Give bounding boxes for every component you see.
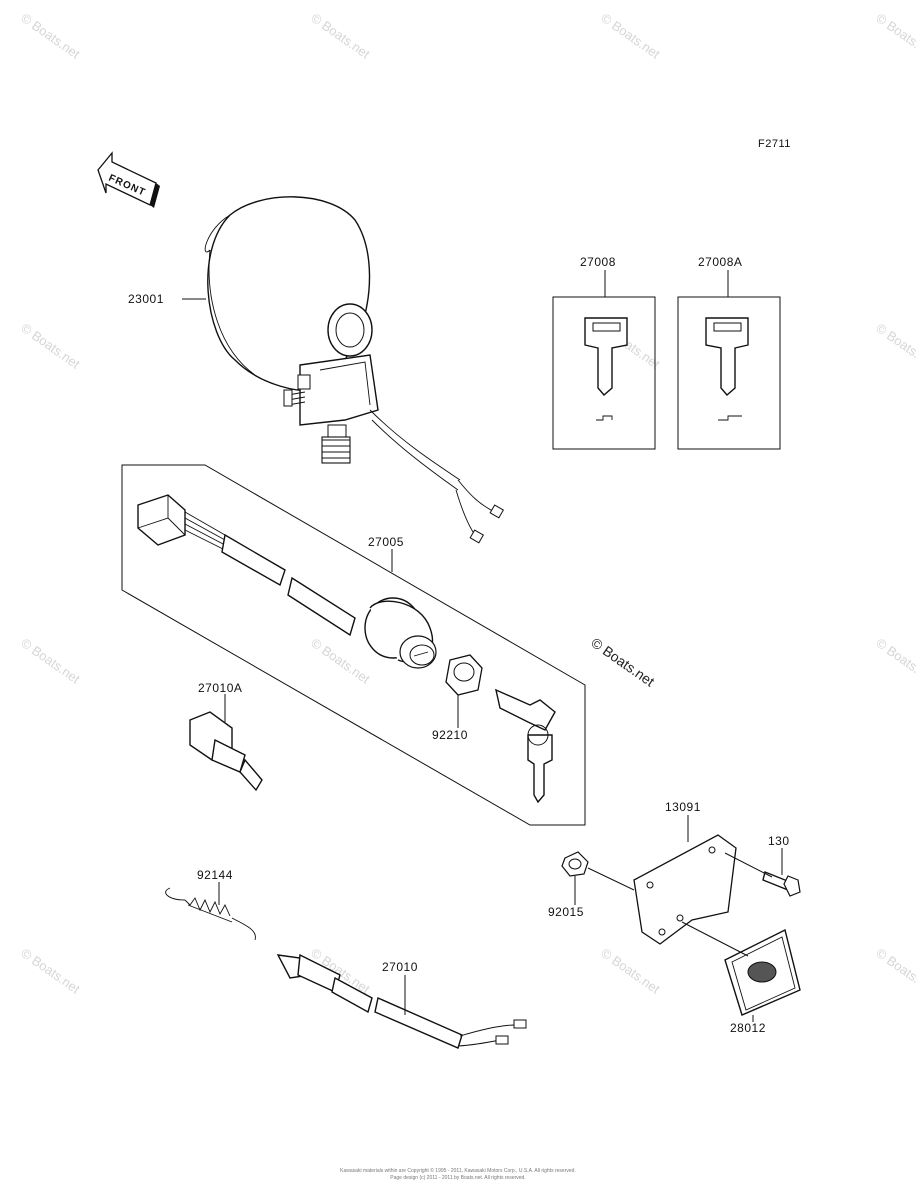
watermark: © Boats.net bbox=[18, 10, 83, 62]
ignition-switch bbox=[137, 494, 437, 669]
watermark-dark: © Boats.net bbox=[588, 634, 657, 689]
footer-copyright: Kawasaki materials within are Copyright … bbox=[340, 1167, 576, 1174]
diagram-code: F2711 bbox=[758, 138, 791, 150]
bracket bbox=[633, 834, 737, 945]
key-27008 bbox=[552, 270, 656, 450]
watermark: © Boats.net bbox=[598, 945, 663, 997]
watermark: © Boats.net bbox=[598, 10, 663, 62]
part-label-grommet: 92015 bbox=[548, 905, 584, 919]
part-label-nut: 92210 bbox=[432, 728, 468, 742]
part-label-label-plate: 28012 bbox=[730, 1021, 766, 1035]
watermark: © Boats.net bbox=[308, 635, 373, 687]
lamp-assembly bbox=[204, 196, 505, 544]
nut bbox=[445, 654, 483, 696]
grommet bbox=[561, 851, 589, 877]
part-label-ignition-switch: 27005 bbox=[368, 535, 404, 549]
stop-switch bbox=[189, 711, 263, 792]
watermark: © Boats.net bbox=[873, 320, 917, 372]
watermark: © Boats.net bbox=[873, 945, 917, 997]
part-label-brake-switch: 27010 bbox=[382, 960, 418, 974]
watermark: © Boats.net bbox=[308, 10, 373, 62]
front-arrow-icon: FRONT bbox=[97, 151, 160, 208]
watermark: © Boats.net bbox=[18, 635, 83, 687]
part-label-lamp: 23001 bbox=[128, 292, 164, 306]
part-label-bolt: 130 bbox=[768, 834, 790, 848]
part-label-key2: 27008A bbox=[698, 255, 742, 269]
watermark: © Boats.net bbox=[18, 320, 83, 372]
key-ring-keys bbox=[495, 688, 556, 804]
footer-page-design: Page design (c) 2011 - 2011 by Boats.net… bbox=[390, 1175, 525, 1181]
part-label-stop-switch: 27010A bbox=[198, 681, 242, 695]
ignition-group-box bbox=[121, 464, 586, 826]
bolt bbox=[762, 871, 801, 897]
part-label-key1: 27008 bbox=[580, 255, 616, 269]
watermark: © Boats.net bbox=[18, 945, 83, 997]
watermark: © Boats.net bbox=[873, 10, 917, 62]
label-plate bbox=[724, 928, 801, 1016]
part-label-spring: 92144 bbox=[197, 868, 233, 882]
brake-switch bbox=[276, 953, 527, 1049]
key-27008a bbox=[677, 270, 781, 450]
part-label-bracket: 13091 bbox=[665, 800, 701, 814]
watermark: © Boats.net bbox=[873, 635, 917, 687]
spring bbox=[165, 887, 256, 941]
